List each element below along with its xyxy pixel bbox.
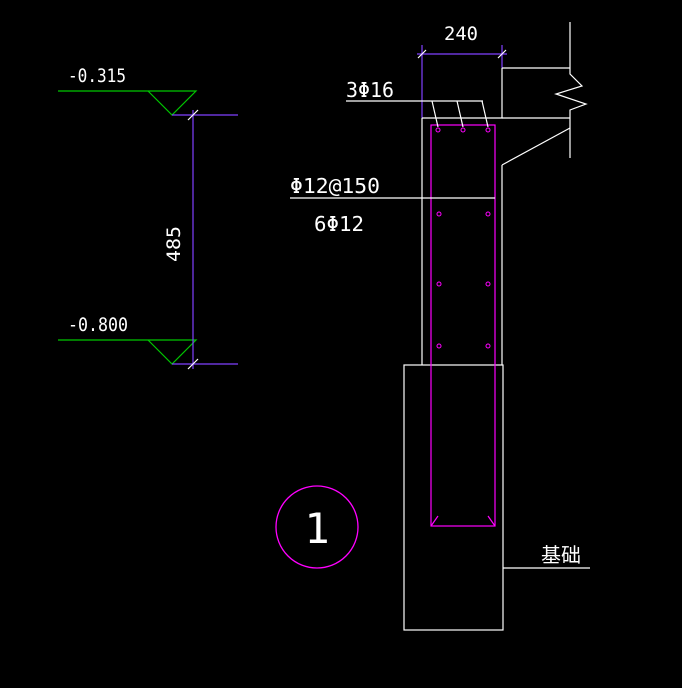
top-bars-leader xyxy=(346,100,489,128)
elevation-mark-bottom: -0.800 xyxy=(58,314,198,365)
top-bars-label: 3Φ16 xyxy=(346,78,394,102)
height-dimension: 485 xyxy=(163,109,238,370)
elevation-mark-top: -0.315 xyxy=(58,65,198,116)
foundation-label: 基础 xyxy=(541,543,581,567)
elevation-bottom-label: -0.800 xyxy=(68,314,128,336)
elevation-top-label: -0.315 xyxy=(68,65,126,87)
side-bars-label: 6Φ12 xyxy=(314,212,364,236)
height-dimension-label: 485 xyxy=(163,226,185,262)
concrete-outline xyxy=(403,22,588,631)
rebar-points xyxy=(435,127,491,349)
rebar-cage xyxy=(430,124,496,527)
width-dimension: 240 xyxy=(417,23,507,118)
width-dimension-label: 240 xyxy=(444,23,478,45)
section-mark-number: 1 xyxy=(304,504,329,553)
section-mark: 1 xyxy=(275,485,359,569)
stirrup-label: Φ12@150 xyxy=(290,174,380,198)
